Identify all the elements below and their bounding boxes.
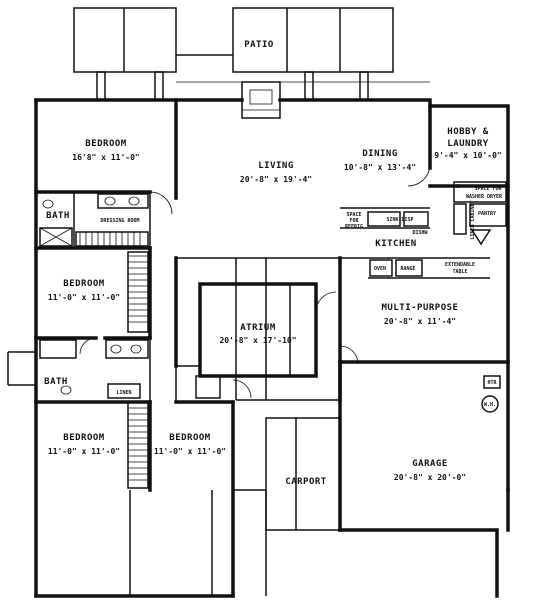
- bedroom-2-dims: 11'-0" x 11'-0": [48, 293, 120, 302]
- room-labels: PATIO BEDROOM 16'8" x 11'-0" LIVING 20'-…: [44, 40, 502, 487]
- oven-label: OVEN: [374, 266, 386, 272]
- kitchen-fixtures: [367, 211, 429, 277]
- linen-cabinet-label: LINEN CABINET: [470, 200, 476, 239]
- table-label-1: EXTENDABLE: [445, 262, 475, 268]
- garage-dims: 20'-8" x 20'-0": [394, 473, 466, 482]
- refrig-label-1: SPACE: [346, 212, 361, 218]
- multi-purpose-label: MULTI-PURPOSE: [382, 303, 459, 313]
- bedroom-2-label: BEDROOM: [63, 279, 105, 289]
- pantry-label: PANTRY: [478, 211, 496, 217]
- kitchen-label: KITCHEN: [375, 239, 416, 249]
- living-dims: 20'-8" x 19'-4": [240, 175, 312, 184]
- living-label: LIVING: [258, 161, 294, 171]
- refrig-label-3: REFRIG: [345, 224, 363, 230]
- bedroom-4-label: BEDROOM: [169, 433, 211, 443]
- multi-purpose-dims: 20'-8" x 11'-4": [384, 317, 456, 326]
- dining-dims: 10'-8" x 13'-4": [344, 163, 416, 172]
- bath-1-label: BATH: [46, 211, 70, 221]
- wh-label: W.H.: [484, 402, 496, 408]
- door-swings: [79, 163, 492, 399]
- carport-label: CARPORT: [285, 477, 327, 487]
- linen-label: LINEN: [116, 390, 131, 396]
- range-label: RANGE: [400, 266, 415, 272]
- bedroom-3-label: BEDROOM: [63, 433, 105, 443]
- patio-label: PATIO: [244, 40, 274, 50]
- atrium-dims: 20'-8" x 17'-10": [219, 336, 296, 345]
- table-label-2: TABLE: [452, 269, 467, 275]
- sink-disp-label: SINK-DISP: [386, 217, 413, 223]
- carport-structure: [211, 417, 341, 596]
- closets: [75, 231, 149, 489]
- atrium-structure: [195, 258, 340, 401]
- fireplace: [241, 81, 281, 119]
- laundry-label: LAUNDRY: [447, 139, 489, 149]
- patio-structure: [73, 7, 430, 101]
- hobby-label: HOBBY &: [447, 127, 489, 137]
- atrium-label: ATRIUM: [240, 323, 276, 333]
- htr-label: HTR: [487, 380, 497, 386]
- garage-label: GARAGE: [412, 459, 448, 469]
- hobby-laundry-dims: 9'-4" x 10'-0": [434, 151, 501, 160]
- washer-dryer-label-2: WASHER DRYER: [466, 194, 503, 200]
- bedroom-master-label: BEDROOM: [85, 139, 127, 149]
- dining-label: DINING: [362, 149, 398, 159]
- dressing-room-label: DRESSING ROOM: [100, 218, 139, 224]
- bedroom-3-dims: 11'-0" x 11'-0": [48, 447, 120, 456]
- fixture-labels: SPACE FOR WASHER DRYER PANTRY LINEN CABI…: [345, 186, 503, 408]
- utility-appliances: [453, 181, 507, 413]
- bedroom-4-dims: 11'-0" x 11'-0": [154, 447, 226, 456]
- dishw-label: DISHW: [412, 230, 428, 236]
- bath-fixtures: [39, 193, 149, 395]
- bath-2-label: BATH: [44, 377, 68, 387]
- refrig-label-2: FOR: [349, 218, 359, 224]
- bedroom-master-dims: 16'8" x 11'-0": [72, 153, 139, 162]
- washer-dryer-label-1: SPACE FOR: [474, 186, 502, 192]
